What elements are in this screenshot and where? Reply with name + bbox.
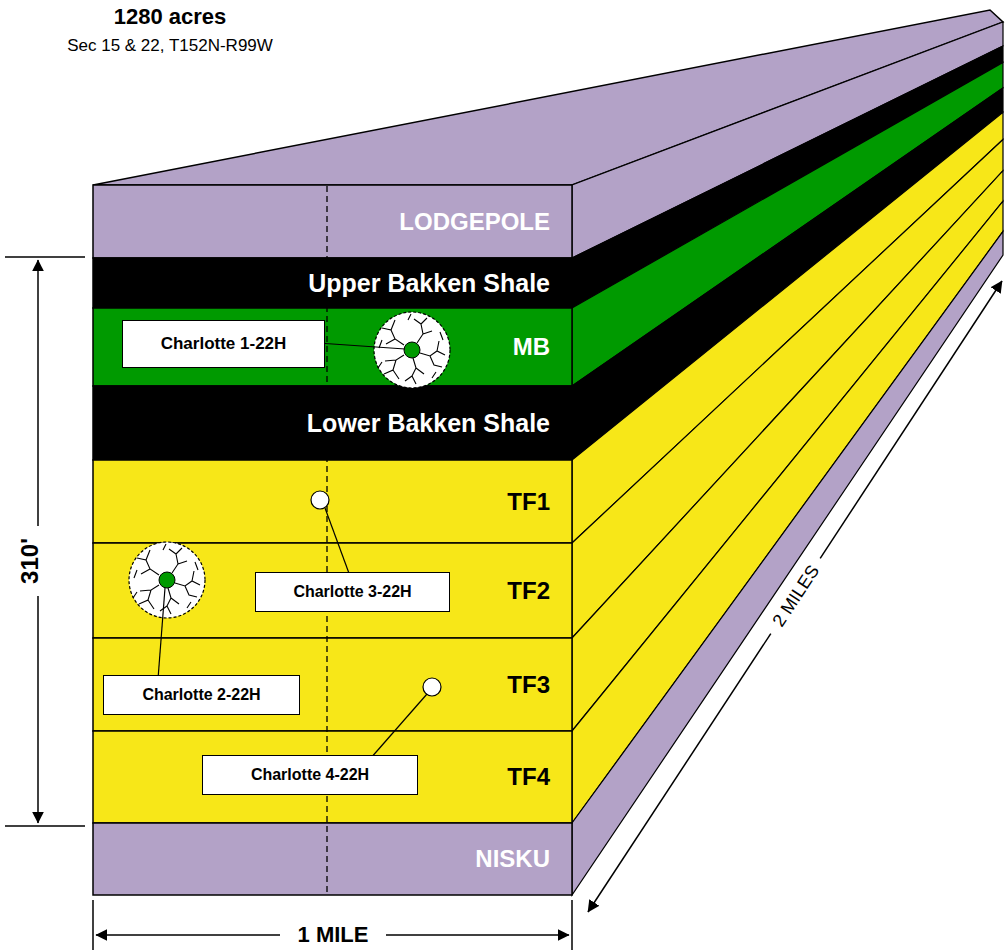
dimension-tick — [571, 900, 573, 950]
well-name: Charlotte 3-22H — [293, 583, 411, 601]
well-label-box: Charlotte 2-22H — [103, 675, 300, 715]
front-band — [93, 258, 572, 308]
leader-line — [318, 343, 405, 349]
side-band — [572, 171, 1003, 731]
leader-line — [325, 508, 350, 576]
strata-band: TF1 — [93, 460, 572, 543]
frac-well — [374, 312, 450, 388]
strata-band: Upper Bakken Shale — [93, 258, 572, 308]
front-band — [93, 308, 572, 386]
leader-line — [158, 588, 165, 679]
dimension-tick — [5, 256, 85, 258]
front-band — [93, 638, 572, 731]
dimension-tick — [92, 900, 94, 950]
dimension-label-holder: 1 MILE — [296, 922, 371, 947]
right-face — [572, 22, 1003, 895]
location-note-holder: Sec 15 & 22, T152N-R99W — [65, 36, 275, 56]
front-band — [93, 460, 572, 543]
location-note: Sec 15 & 22, T152N-R99W — [65, 36, 275, 55]
dimension-arrow — [37, 260, 39, 526]
dimension-arrow — [588, 634, 771, 912]
dimension-label: 310' — [16, 536, 43, 586]
formation-name: Upper Bakken Shale — [306, 269, 552, 298]
dimension-label: 1 MILE — [296, 922, 371, 947]
strata-band: TF2 Charlotte 3-22H — [93, 543, 572, 638]
dimension-label-holder: 310' — [16, 536, 44, 586]
well-bore — [423, 678, 441, 696]
dimension-arrow — [37, 596, 39, 823]
strata-band: NISKU — [93, 823, 572, 895]
front-band — [93, 185, 572, 258]
heading-holder: 1280 acres — [112, 4, 229, 29]
dimension-arrow — [386, 934, 569, 936]
front-band — [93, 386, 572, 460]
dimension-tick — [5, 825, 85, 827]
front-band — [93, 823, 572, 895]
strata-band: MB Charlotte 1-22H — [93, 308, 572, 386]
well-name: Charlotte 2-22H — [142, 686, 260, 704]
formation-name: TF4 — [505, 763, 552, 791]
front-band — [93, 731, 572, 823]
formation-name: NISKU — [473, 845, 552, 873]
strata-band: TF4 Charlotte 4-22H — [93, 731, 572, 823]
formation-name: TF1 — [505, 488, 552, 516]
formation-name: TF2 — [505, 577, 552, 605]
formation-name: MB — [511, 333, 552, 361]
well-label-box: Charlotte 3-22H — [255, 572, 450, 612]
well-label-box: Charlotte 1-22H — [122, 320, 325, 368]
dimension-arrow — [820, 281, 1002, 558]
strata-band: LODGEPOLE — [93, 185, 572, 258]
dimensions — [5, 257, 1002, 950]
leader-line — [370, 694, 427, 759]
strata-band: Lower Bakken Shale — [93, 386, 572, 460]
frac-well — [129, 542, 205, 618]
well-name: Charlotte 1-22H — [161, 334, 287, 354]
well-name: Charlotte 4-22H — [251, 766, 369, 784]
dimension-arrow — [96, 934, 280, 936]
side-band — [572, 231, 1003, 895]
formation-name: LODGEPOLE — [397, 208, 552, 236]
heading: 1280 acres — [112, 4, 229, 29]
well-label-box: Charlotte 4-22H — [202, 755, 418, 795]
formation-name: Lower Bakken Shale — [305, 409, 552, 438]
well-bore — [311, 491, 329, 509]
formation-name: TF3 — [505, 671, 552, 699]
front-face — [93, 185, 572, 895]
side-band — [572, 201, 1003, 823]
strata-band: TF3Charlotte 2-22H — [93, 638, 572, 731]
